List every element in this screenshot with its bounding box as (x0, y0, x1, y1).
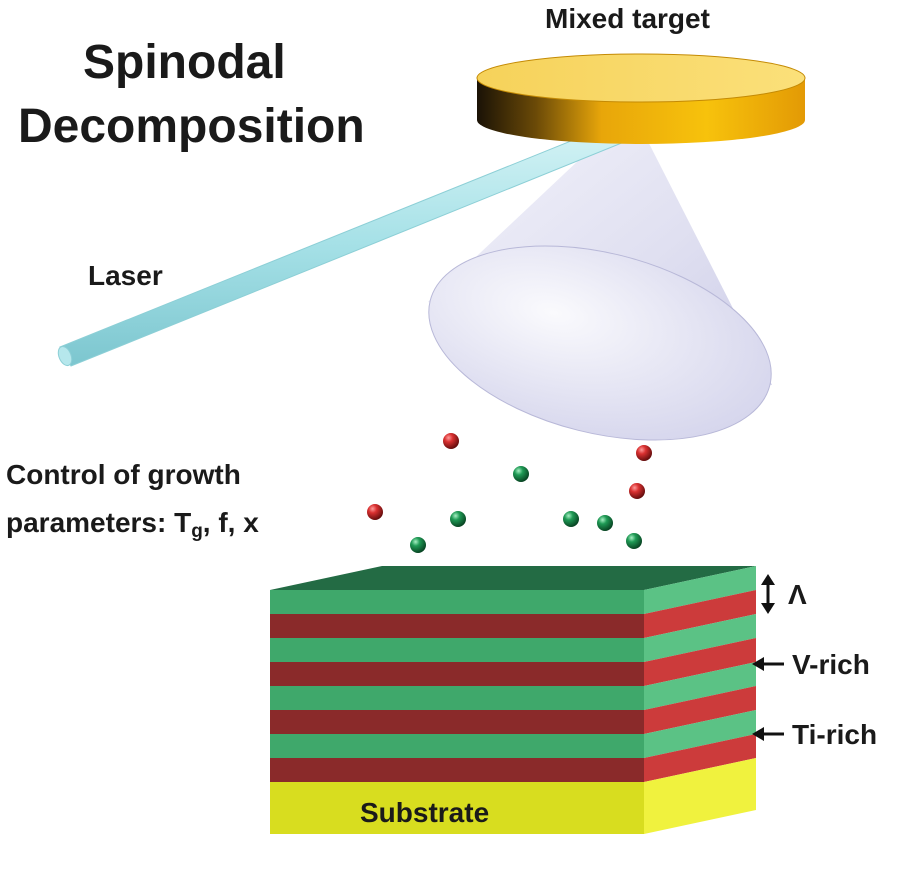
ti-rich-arrow (752, 727, 784, 741)
particle-green (626, 533, 642, 549)
layer-green-side (644, 566, 756, 614)
v-rich-arrow (752, 657, 784, 671)
layer-green (270, 686, 644, 710)
particle-green (597, 515, 613, 531)
particle-red (367, 504, 383, 520)
laser-label: Laser (88, 260, 163, 291)
layer-green (270, 638, 644, 662)
layer-red-side (644, 686, 756, 734)
layer-red-side (644, 638, 756, 686)
ti-rich-label: Ti-rich (792, 719, 877, 750)
target-label: Mixed target (545, 3, 710, 34)
control-label-subscript: g (191, 521, 203, 542)
substrate-side (644, 758, 756, 834)
v-rich-label: V-rich (792, 649, 870, 680)
layer-green (270, 590, 644, 614)
particle-green (410, 537, 426, 553)
substrate-front (270, 782, 644, 834)
lambda-period-indicator (761, 574, 775, 614)
particle-green (513, 466, 529, 482)
layer-red-side (644, 590, 756, 638)
layer-green-side (644, 662, 756, 710)
layer-red (270, 614, 644, 638)
layer-red (270, 758, 644, 782)
layer-red-side (644, 734, 756, 782)
lambda-label: Λ (788, 579, 807, 610)
ablated-particles (367, 433, 652, 553)
layer-green-side (644, 710, 756, 758)
particle-green (450, 511, 466, 527)
layer-red (270, 662, 644, 686)
film-stack (270, 566, 756, 834)
plasma-plume (428, 110, 772, 441)
control-label-line-1: Control of growth (6, 459, 241, 490)
particle-red (443, 433, 459, 449)
particle-red (629, 483, 645, 499)
stack-top-face (270, 566, 756, 590)
title-line-2: Decomposition (18, 100, 365, 153)
particle-red (636, 445, 652, 461)
substrate-label: Substrate (360, 797, 489, 828)
title-line-1: Spinodal (83, 36, 286, 89)
control-label-suffix: , f, x (203, 507, 259, 538)
control-label-line-2: parameters: Tg, f, x (6, 507, 259, 542)
particle-green (563, 511, 579, 527)
mixed-target-disc (476, 53, 806, 144)
layer-green (270, 734, 644, 758)
layer-green-side (644, 614, 756, 662)
layer-red (270, 710, 644, 734)
control-label-prefix: parameters: T (6, 507, 191, 538)
